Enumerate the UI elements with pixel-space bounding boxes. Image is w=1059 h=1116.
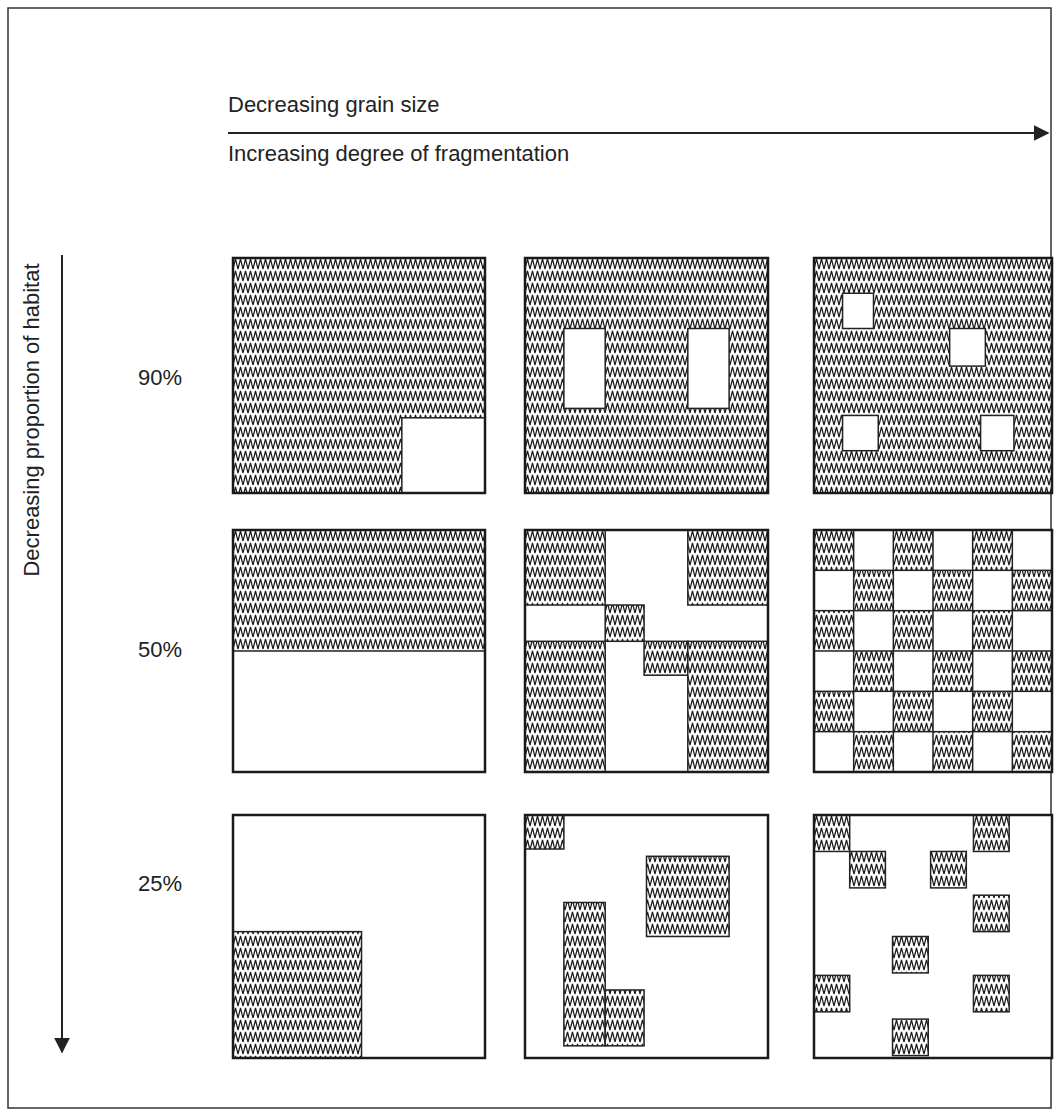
habitat-patch — [605, 990, 644, 1046]
habitat-patch — [1012, 570, 1052, 610]
vertical-arrow — [61, 255, 63, 1052]
habitat-patch — [933, 732, 973, 772]
habitat-patch — [233, 932, 362, 1058]
habitat-patch — [854, 732, 894, 772]
row-label: 90% — [138, 366, 182, 390]
habitat-patch — [931, 851, 967, 887]
landscape-panel — [233, 258, 485, 493]
landscape-panel — [814, 258, 1052, 493]
habitat-patch — [854, 651, 894, 691]
panel-border — [233, 530, 485, 772]
panel-border — [233, 258, 485, 493]
habitat-patch — [893, 691, 933, 731]
habitat-patch — [893, 937, 929, 973]
row-label: 50% — [138, 638, 182, 662]
habitat-patch — [973, 895, 1009, 931]
habitat-patch — [933, 651, 973, 691]
landscape-panel — [233, 530, 485, 772]
habitat-patch — [814, 611, 854, 651]
habitat-patch — [850, 851, 886, 887]
habitat-patch — [933, 570, 973, 610]
panel-ground — [525, 530, 768, 772]
non-habitat-patch — [843, 293, 874, 328]
habitat-patch — [973, 975, 1009, 1011]
landscape-panel — [525, 815, 768, 1058]
row-label: 25% — [138, 872, 182, 896]
habitat-patch — [814, 815, 850, 851]
landscape-panel — [233, 815, 485, 1058]
habitat-patch — [814, 691, 854, 731]
axis-label: Increasing degree of fragmentation — [228, 142, 569, 166]
habitat-patch — [973, 611, 1013, 651]
landscape-panel — [814, 815, 1052, 1058]
panel-ground — [814, 258, 1052, 493]
non-habitat-patch — [402, 418, 485, 493]
habitat-patch — [644, 641, 688, 675]
habitat-patch — [973, 815, 1009, 851]
habitat-patch — [605, 605, 644, 641]
habitat-patch — [1012, 651, 1052, 691]
habitat-patch — [893, 1019, 929, 1055]
non-habitat-patch — [688, 329, 729, 409]
panel-border — [525, 530, 768, 772]
habitat-patch — [688, 641, 768, 772]
non-habitat-patch — [843, 415, 879, 450]
habitat-patch — [814, 530, 854, 570]
panel-ground — [233, 815, 485, 1058]
panel-ground — [525, 815, 768, 1058]
landscape-panel — [525, 530, 768, 772]
habitat-patch — [525, 641, 605, 772]
habitat-patch — [525, 815, 564, 849]
habitat-patch — [525, 530, 605, 605]
horizontal-arrow — [228, 132, 1048, 134]
habitat-patch — [647, 856, 730, 936]
landscape-panel — [525, 258, 768, 493]
panel-ground — [814, 815, 1052, 1058]
habitat-patch — [1012, 732, 1052, 772]
axis-label: Decreasing proportion of habitat — [20, 263, 44, 576]
panel-border — [525, 258, 768, 493]
panel-border — [525, 815, 768, 1058]
habitat-patch — [854, 570, 894, 610]
panel-border — [814, 815, 1052, 1058]
panel-border — [233, 815, 485, 1058]
axis-label: Decreasing grain size — [228, 93, 440, 117]
habitat-patch — [893, 611, 933, 651]
panel-ground — [233, 530, 485, 772]
panel-ground — [814, 530, 1052, 772]
habitat-patch — [973, 691, 1013, 731]
panel-ground — [525, 258, 768, 493]
landscape-panel — [814, 530, 1052, 772]
habitat-patch — [973, 530, 1013, 570]
panel-ground — [233, 258, 485, 493]
non-habitat-patch — [564, 329, 605, 409]
panel-border — [814, 530, 1052, 772]
habitat-patch — [564, 902, 605, 1045]
outer-frame — [8, 8, 1051, 1108]
non-habitat-patch — [981, 415, 1014, 450]
habitat-patch — [814, 975, 850, 1011]
habitat-patch — [893, 530, 933, 570]
habitat-patch — [688, 530, 768, 605]
habitat-patch — [233, 530, 485, 651]
panel-border — [814, 258, 1052, 493]
non-habitat-patch — [950, 329, 986, 367]
